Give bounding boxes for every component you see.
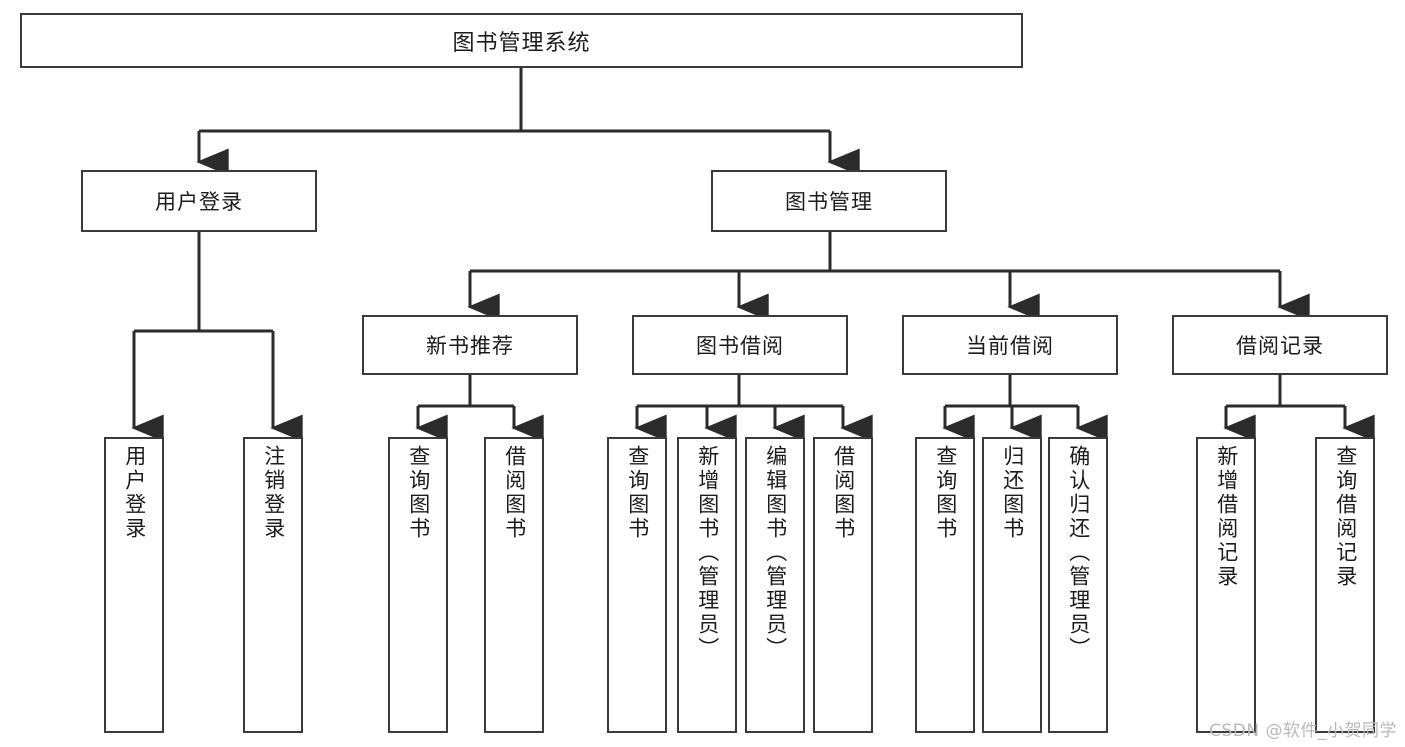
leaf-user-login-2[interactable]: 注销登录 (243, 437, 303, 733)
leaf-current-borrow-2-label: 归还图书 (1000, 445, 1025, 541)
node-current-borrow[interactable]: 当前借阅 (902, 315, 1118, 375)
leaf-new-book-1-label: 查询图书 (406, 445, 431, 541)
node-book-manage-label: 图书管理 (785, 190, 873, 214)
leaf-new-book-2[interactable]: 借阅图书 (484, 437, 544, 733)
leaf-user-login-1-label: 用户登录 (122, 445, 147, 541)
leaf-borrow-record-2[interactable]: 查询借阅记录 (1315, 437, 1375, 733)
leaf-current-borrow-2[interactable]: 归还图书 (982, 437, 1042, 733)
leaf-current-borrow-1-label: 查询图书 (933, 445, 958, 541)
leaf-book-borrow-1-label: 查询图书 (625, 445, 650, 541)
leaf-new-book-2-label: 借阅图书 (502, 445, 527, 541)
node-user-login[interactable]: 用户登录 (81, 170, 317, 232)
leaf-book-borrow-4-label: 借阅图书 (831, 445, 856, 541)
node-borrow-record[interactable]: 借阅记录 (1172, 315, 1388, 375)
node-root[interactable]: 图书管理系统 (20, 13, 1023, 68)
node-new-book-recommend[interactable]: 新书推荐 (362, 315, 578, 375)
watermark: CSDN @软件_小贺同学 (1209, 721, 1397, 741)
node-book-borrow-label: 图书借阅 (696, 334, 784, 358)
leaf-borrow-record-2-label: 查询借阅记录 (1333, 445, 1358, 589)
leaf-book-borrow-4[interactable]: 借阅图书 (813, 437, 873, 733)
node-borrow-record-label: 借阅记录 (1236, 334, 1324, 358)
leaf-current-borrow-1[interactable]: 查询图书 (915, 437, 975, 733)
leaf-new-book-1[interactable]: 查询图书 (388, 437, 448, 733)
leaf-current-borrow-3-label: 确认归还（管理员） (1066, 445, 1091, 661)
leaf-book-borrow-1[interactable]: 查询图书 (607, 437, 667, 733)
leaf-borrow-record-1[interactable]: 新增借阅记录 (1196, 437, 1256, 733)
leaf-book-borrow-2[interactable]: 新增图书（管理员） (677, 437, 737, 733)
node-current-borrow-label: 当前借阅 (966, 334, 1054, 358)
leaf-user-login-2-label: 注销登录 (261, 445, 286, 541)
node-user-login-label: 用户登录 (155, 190, 243, 214)
leaf-current-borrow-3[interactable]: 确认归还（管理员） (1048, 437, 1108, 733)
node-book-borrow[interactable]: 图书借阅 (632, 315, 848, 375)
leaf-borrow-record-1-label: 新增借阅记录 (1214, 445, 1239, 589)
leaf-book-borrow-3[interactable]: 编辑图书（管理员） (745, 437, 805, 733)
node-new-book-recommend-label: 新书推荐 (426, 334, 514, 358)
leaf-book-borrow-3-label: 编辑图书（管理员） (763, 445, 788, 661)
node-book-manage[interactable]: 图书管理 (711, 170, 947, 232)
leaf-user-login-1[interactable]: 用户登录 (104, 437, 164, 733)
leaf-book-borrow-2-label: 新增图书（管理员） (695, 445, 720, 661)
node-root-label: 图书管理系统 (452, 30, 591, 56)
